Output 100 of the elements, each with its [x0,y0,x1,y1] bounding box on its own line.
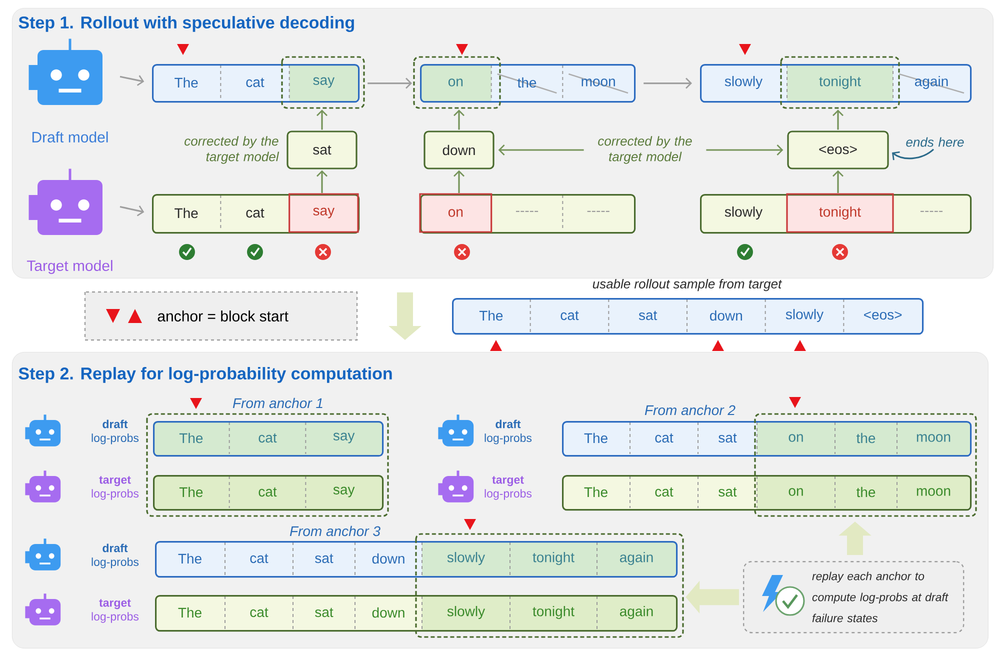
token-sequence [155,526,678,578]
token: The [178,553,202,564]
arrow [316,170,328,193]
token: sat [718,487,737,497]
token-sequence [153,398,384,457]
token: tonight [819,76,861,90]
token: ----- [587,210,610,212]
legend-box: anchor = block start [84,291,358,341]
token: on [448,78,463,86]
arrow [120,75,144,86]
token: The [584,432,608,444]
row-label: draft log-probs [92,544,139,568]
note-text: ends here [906,137,964,147]
token: say [333,486,355,498]
token: sat [315,608,334,618]
token: The [174,208,198,218]
token-sequence [420,64,636,103]
anchor-label: From anchor 3 [290,526,380,536]
arrow [832,110,844,130]
token-box: <eos> [787,130,889,170]
token: cat [250,608,268,618]
token: cat [655,433,674,443]
sequence-label: usable rollout sample from target [592,278,782,292]
note-box: replay each anchor to compute log-probs at draft failure states [743,561,964,634]
arrow [832,170,844,193]
token: down [710,310,742,321]
arrow [120,206,144,216]
token: on [788,434,803,442]
token-sequence [419,193,636,234]
token: say [313,208,335,218]
token: cat [246,78,264,88]
token: again [620,606,653,620]
token: say [313,77,335,88]
model-label: Draft model [32,132,108,142]
token: sat [315,554,334,564]
arrow [454,110,464,130]
token: cat [655,487,674,497]
token: cat [250,554,268,564]
token: The [584,486,608,498]
token: cat [258,433,277,443]
token: ----- [516,210,538,212]
token: again [914,76,948,90]
row-label: target log-probs [92,476,139,500]
arrow [368,78,412,89]
arrow [498,144,584,156]
arrow [454,170,464,193]
token: moon [582,78,615,86]
token-sequence [562,404,972,457]
token: slowly [447,606,486,620]
row-label: target log-probs [92,599,139,623]
token: cat [246,208,264,218]
token: The [479,310,503,321]
token: slowly [724,206,763,220]
token: The [179,432,203,444]
anchor-label: From anchor 2 [644,404,736,416]
note-text: corrected by the target model [184,136,280,164]
token: cat [560,310,579,320]
row-label: draft log-probs [484,420,532,444]
token: again [620,552,653,566]
token: sat [718,433,737,443]
token-sequence [152,64,360,103]
token-sequence [700,193,972,234]
token-sequence [452,278,924,335]
token: slowly [447,552,486,566]
token: on [448,209,463,217]
token: on [788,488,803,496]
token: The [174,77,198,88]
token: moon [916,434,950,442]
model-label: Target model [26,260,112,274]
token-sequence [155,595,678,632]
note-text: corrected by the target model [598,136,692,164]
token: moon [916,488,950,496]
arrow [644,78,692,89]
token-sequence [153,475,384,511]
token-box: sat [286,130,358,170]
token: tonight [819,206,861,220]
token-box: down [424,130,494,170]
arrow [316,110,328,130]
arrow [706,144,784,156]
token-sequence [562,475,972,511]
token: ----- [920,210,943,212]
token: slowly [724,76,763,90]
token: down [372,607,404,618]
token: slowly [786,308,824,322]
token: <eos> [864,311,902,320]
token: The [179,486,203,498]
row-label: target log-probs [484,476,532,500]
token-sequence [152,193,360,234]
token: the [856,486,876,498]
token: sat [638,310,658,320]
token: cat [258,487,277,497]
token: say [333,432,355,444]
token: tonight [532,552,574,566]
token: down [372,553,404,564]
anchor-label: From anchor 1 [232,398,322,408]
arrow [892,148,934,160]
token-sequence [700,64,972,103]
token: tonight [532,606,574,620]
token: the [518,77,536,88]
token: The [178,607,202,618]
